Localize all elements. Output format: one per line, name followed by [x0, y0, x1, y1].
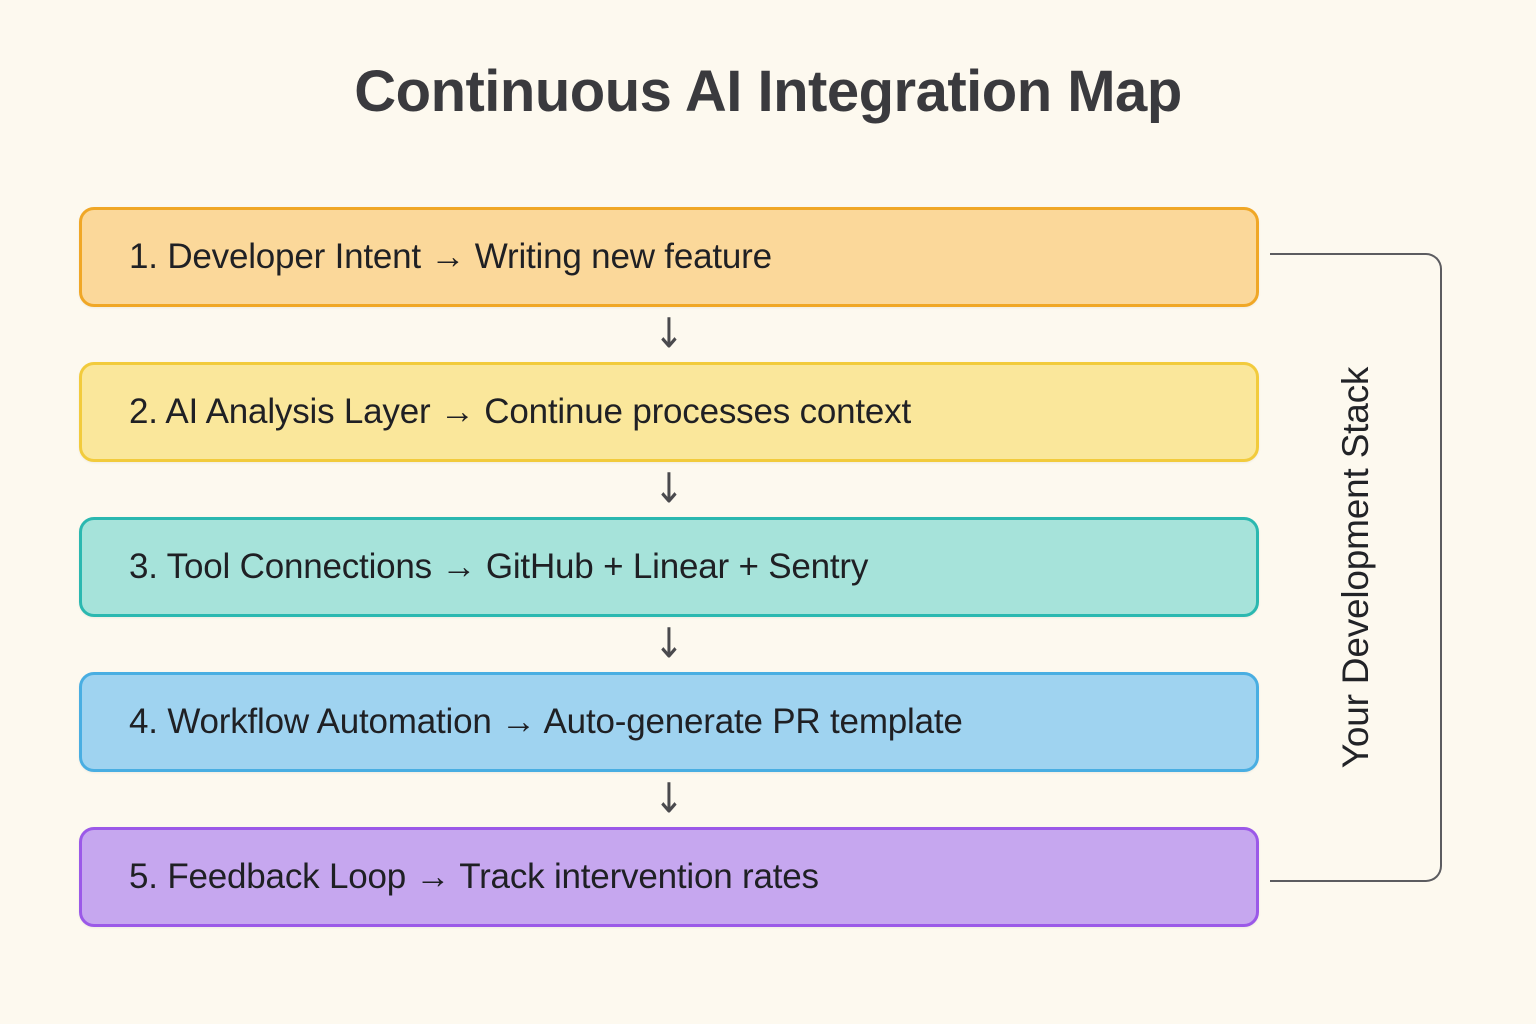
- connector-arrow-2: ↓: [79, 462, 1259, 517]
- flow-step-1: 1. Developer Intent → Writing new featur…: [79, 207, 1259, 307]
- connector-arrow-1: ↓: [79, 307, 1259, 362]
- step-label-3: 3. Tool Connections → GitHub + Linear + …: [129, 546, 869, 586]
- flow-step-4: 4. Workflow Automation → Auto-generate P…: [79, 672, 1259, 772]
- step-label-2: 2. AI Analysis Layer → Continue processe…: [129, 391, 912, 431]
- step-label-4: 4. Workflow Automation → Auto-generate P…: [129, 701, 963, 741]
- development-stack-bracket: Your Development Stack: [1270, 253, 1442, 882]
- step-box-1[interactable]: 1. Developer Intent → Writing new featur…: [79, 207, 1259, 307]
- connector-arrow-4: ↓: [79, 772, 1259, 827]
- connector-arrow-3: ↓: [79, 617, 1259, 672]
- step-box-5[interactable]: 5. Feedback Loop → Track intervention ra…: [79, 827, 1259, 927]
- arrow-down-icon: ↓: [653, 620, 685, 668]
- step-label-5: 5. Feedback Loop → Track intervention ra…: [129, 856, 819, 896]
- step-box-3[interactable]: 3. Tool Connections → GitHub + Linear + …: [79, 517, 1259, 617]
- flow-step-2: 2. AI Analysis Layer → Continue processe…: [79, 362, 1259, 462]
- step-label-1: 1. Developer Intent → Writing new featur…: [129, 236, 772, 276]
- arrow-down-icon: ↓: [653, 775, 685, 823]
- page-title: Continuous AI Integration Map: [354, 59, 1182, 124]
- step-box-2[interactable]: 2. AI Analysis Layer → Continue processe…: [79, 362, 1259, 462]
- arrow-down-icon: ↓: [653, 310, 685, 358]
- arrow-down-icon: ↓: [653, 465, 685, 513]
- bracket-label: Your Development Stack: [1335, 366, 1376, 769]
- flow-step-3: 3. Tool Connections → GitHub + Linear + …: [79, 517, 1259, 617]
- flow-step-5: 5. Feedback Loop → Track intervention ra…: [79, 827, 1259, 927]
- bracket-line: [1270, 253, 1442, 882]
- flow-steps-list: 1. Developer Intent → Writing new featur…: [79, 207, 1259, 927]
- step-box-4[interactable]: 4. Workflow Automation → Auto-generate P…: [79, 672, 1259, 772]
